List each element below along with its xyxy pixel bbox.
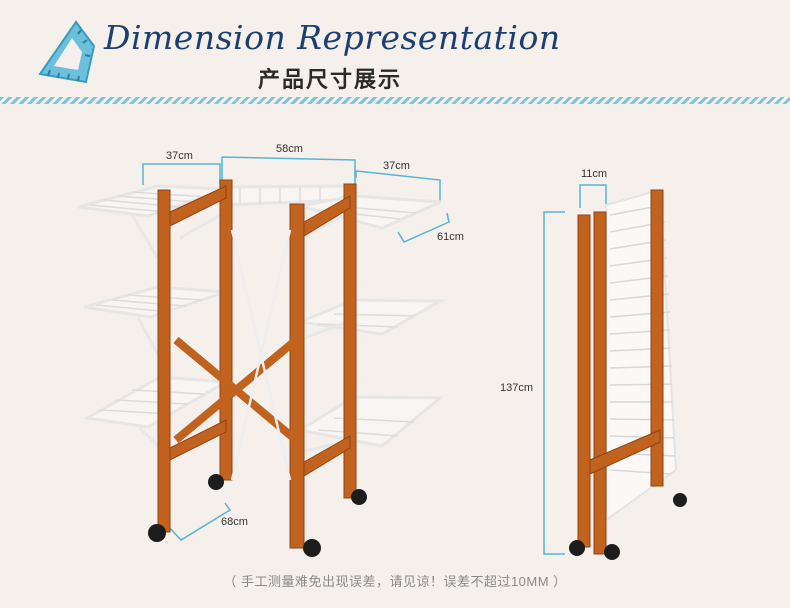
striped-divider — [0, 97, 790, 104]
dimension-height: 137cm — [500, 382, 534, 394]
drying-rack-folded — [543, 184, 687, 560]
page-subtitle: 产品尺寸展示 — [258, 67, 403, 92]
dimension-brackets — [142, 156, 450, 541]
caster-wheels — [148, 474, 367, 557]
dimension-wing-depth: 61cm — [437, 231, 464, 243]
dimension-folded-thickness: 11cm — [581, 168, 608, 180]
wooden-frame — [157, 179, 357, 549]
dimension-center-width: 58cm — [276, 143, 303, 155]
dimension-wing-right: 37cm — [383, 160, 410, 172]
side-dimension-brackets — [543, 184, 607, 555]
header: Dimension Representation 产品尺寸展示 — [0, 0, 790, 110]
measurement-note: （ 手工测量难免出现误差，请见谅！误差不超过10MM ） — [223, 574, 567, 589]
ruler-triangle-icon — [38, 20, 96, 84]
drying-rack-unfolded — [77, 156, 687, 560]
metal-cross-braces — [230, 229, 292, 481]
page-title: Dimension Representation — [104, 18, 561, 57]
dimension-wing-left: 37cm — [166, 150, 193, 162]
dimension-base-depth: 68cm — [221, 516, 248, 528]
